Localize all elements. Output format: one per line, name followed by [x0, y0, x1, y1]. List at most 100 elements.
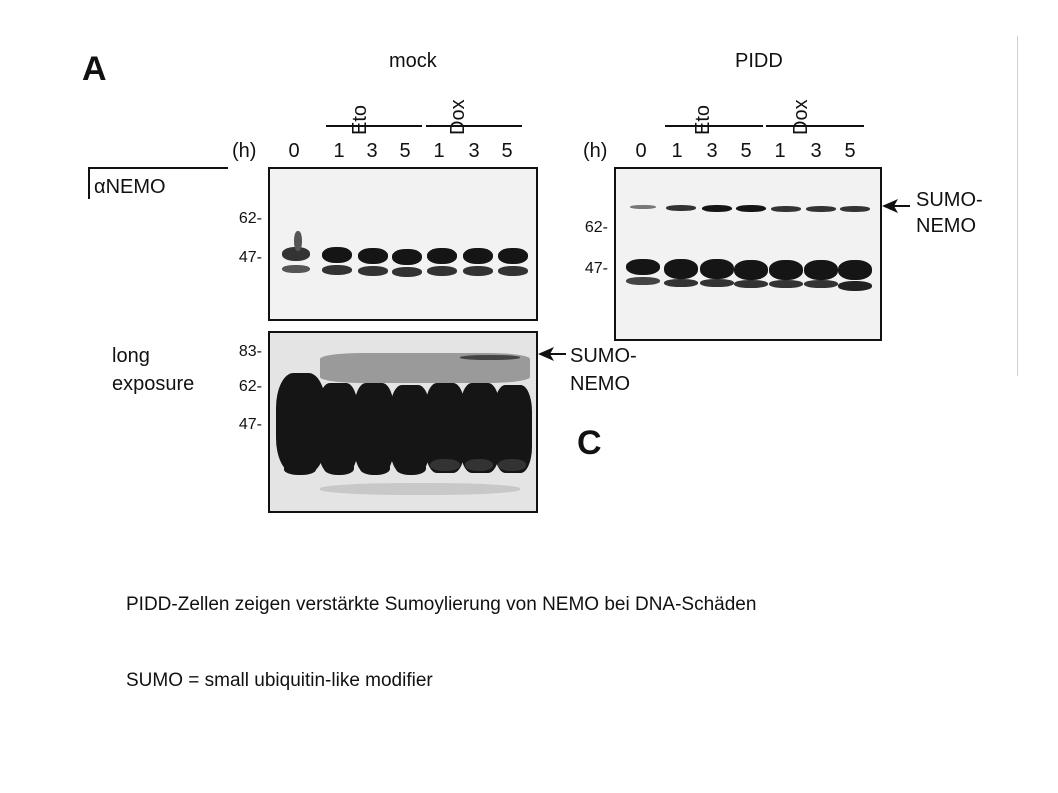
blot-band [702, 205, 732, 212]
blot-band [276, 373, 326, 473]
right-mw-62: 62- [584, 219, 608, 236]
blot-band [354, 383, 394, 473]
blot-band [396, 461, 426, 475]
left-sumo-arrow [538, 346, 566, 362]
long-exposure-label-line1: long [112, 345, 150, 367]
left-condition-label: mock [389, 50, 437, 72]
left-bottom-mw-47: 47- [238, 416, 262, 433]
right-hour-label: (h) [583, 140, 608, 162]
blot-band [427, 266, 457, 276]
right-drug1-label: Eto [692, 104, 714, 135]
right-mw-47: 47- [584, 260, 608, 277]
long-exposure-label-line2: exposure [112, 373, 195, 395]
blot-band [769, 260, 803, 280]
blot-band [666, 205, 696, 211]
blot-band [838, 281, 872, 291]
blot-band [358, 248, 388, 264]
right-lane-label: 3 [706, 140, 718, 162]
left-dox-underline [426, 125, 522, 127]
right-sumo-label-line2: NEMO [916, 215, 976, 237]
blot-band [360, 461, 390, 475]
caption-line-1: PIDD-Zellen zeigen verstärkte Sumoylieru… [126, 594, 757, 615]
panel-divider [1017, 36, 1018, 376]
left-top-blot [268, 167, 538, 321]
blot-band [498, 266, 528, 276]
blot-band [294, 231, 302, 251]
blot-smear [320, 483, 520, 495]
left-lane-label: 1 [433, 140, 445, 162]
right-sumo-label-line1: SUMO- [916, 189, 983, 211]
left-drug1-label: Eto [349, 104, 371, 135]
blot-band [626, 259, 660, 275]
antibody-label: αNEMO [94, 176, 166, 198]
right-lane-label: 5 [740, 140, 752, 162]
blot-band [838, 260, 872, 280]
left-eto-underline [326, 125, 422, 127]
blot-band [322, 247, 352, 263]
blot-band [700, 279, 734, 287]
left-lane-label: 3 [468, 140, 480, 162]
left-sumo-label-line1: SUMO- [570, 345, 637, 367]
right-lane-label: 1 [671, 140, 683, 162]
right-blot [614, 167, 882, 341]
blot-band [390, 385, 430, 473]
antibody-bracket-side [88, 167, 90, 199]
blot-band [734, 260, 768, 280]
left-hour-label: (h) [232, 140, 257, 162]
blot-band [324, 461, 354, 475]
blot-band [806, 206, 836, 212]
western-blot-figure: A C mock Eto Dox (h) 0 1 3 5 1 3 5 αNEMO… [82, 36, 1018, 513]
right-sumo-arrow [882, 198, 910, 214]
left-bottom-mw-83: 83- [238, 343, 262, 360]
left-lane-label: 5 [399, 140, 411, 162]
blot-band [358, 266, 388, 276]
blot-band [664, 259, 698, 279]
blot-band [700, 259, 734, 279]
blot-band [771, 206, 801, 212]
blot-band [804, 280, 838, 288]
left-sumo-label-line2: NEMO [570, 373, 630, 395]
blot-band [284, 463, 316, 475]
blot-band [463, 248, 493, 264]
blot-band [425, 383, 465, 473]
blot-band [734, 280, 768, 288]
right-lane-label: 1 [774, 140, 786, 162]
blot-band [664, 279, 698, 287]
antibody-bracket-top [88, 167, 228, 169]
left-lane-label: 0 [288, 140, 300, 162]
right-eto-underline [665, 125, 763, 127]
left-top-mw-62: 62- [238, 210, 262, 227]
blot-band [498, 459, 526, 471]
blot-band [322, 265, 352, 275]
right-drug2-label: Dox [790, 99, 812, 135]
blot-band [804, 260, 838, 280]
blot-band [460, 383, 500, 473]
right-condition-label: PIDD [735, 50, 783, 72]
blot-band [463, 266, 493, 276]
arrow-left-icon [538, 347, 566, 361]
blot-band [460, 355, 520, 360]
blot-band [465, 459, 493, 471]
blot-band [392, 267, 422, 277]
right-lane-label: 3 [810, 140, 822, 162]
left-top-mw-47: 47- [238, 249, 262, 266]
blot-band [630, 205, 656, 209]
blot-band [736, 205, 766, 212]
blot-band [430, 459, 460, 471]
left-drug2-label: Dox [447, 99, 469, 135]
arrow-left-icon [882, 199, 910, 213]
left-bottom-mw-62: 62- [238, 378, 262, 395]
blot-band [840, 206, 870, 212]
panel-letter-c: C [577, 424, 602, 462]
blot-band [282, 265, 310, 273]
caption-line-2: SUMO = small ubiquitin-like modifier [126, 670, 433, 691]
right-lane-label: 0 [635, 140, 647, 162]
left-lane-label: 5 [501, 140, 513, 162]
left-bottom-blot [268, 331, 538, 513]
blot-band [498, 248, 528, 264]
blot-band [494, 385, 532, 473]
right-dox-underline [766, 125, 864, 127]
left-lane-label: 1 [333, 140, 345, 162]
blot-band [427, 248, 457, 264]
left-lane-label: 3 [366, 140, 378, 162]
